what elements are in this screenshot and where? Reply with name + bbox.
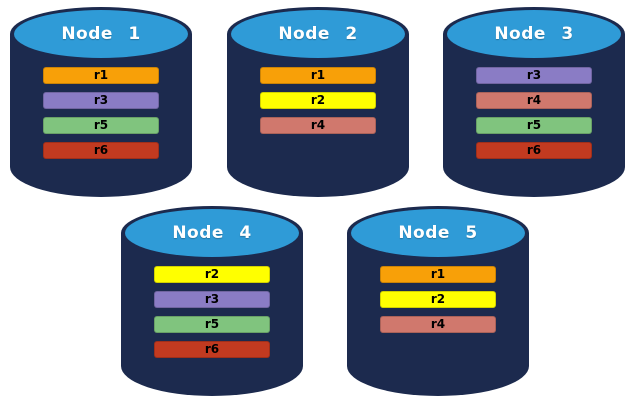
replica-list: r1 r2 r4 [227, 67, 409, 134]
cylinder-top-ellipse: Node 1 [14, 10, 188, 58]
cylinder-top-ellipse: Node 3 [447, 10, 621, 58]
replica-bar: r5 [43, 117, 159, 134]
replica-bar: r3 [43, 92, 159, 109]
node-title: Node 2 [278, 24, 358, 44]
replica-bar: r6 [43, 142, 159, 159]
replica-list: r3 r4 r5 r6 [443, 67, 625, 159]
database-node-cylinder: Node 3 r3 r4 r5 r6 [443, 7, 625, 197]
replica-bar: r3 [476, 67, 592, 84]
cylinder-top-ellipse: Node 4 [125, 209, 299, 257]
replica-bar: r4 [260, 117, 376, 134]
replica-list: r1 r3 r5 r6 [10, 67, 192, 159]
replica-bar: r1 [43, 67, 159, 84]
replica-bar: r6 [154, 341, 270, 358]
replica-bar: r3 [154, 291, 270, 308]
database-node-cylinder: Node 1 r1 r3 r5 r6 [10, 7, 192, 197]
node-title: Node 3 [494, 24, 574, 44]
cylinder-top-ellipse: Node 2 [231, 10, 405, 58]
replica-bar: r5 [476, 117, 592, 134]
replica-list: r2 r3 r5 r6 [121, 266, 303, 358]
replica-bar: r4 [476, 92, 592, 109]
replica-bar: r1 [260, 67, 376, 84]
database-node-cylinder: Node 4 r2 r3 r5 r6 [121, 206, 303, 396]
replica-bar: r2 [380, 291, 496, 308]
replica-bar: r4 [380, 316, 496, 333]
node-title: Node 1 [61, 24, 141, 44]
replica-bar: r5 [154, 316, 270, 333]
replica-bar: r2 [260, 92, 376, 109]
node-title: Node 4 [172, 223, 252, 243]
replica-bar: r2 [154, 266, 270, 283]
replica-bar: r6 [476, 142, 592, 159]
replica-bar: r1 [380, 266, 496, 283]
cylinder-top-ellipse: Node 5 [351, 209, 525, 257]
node-title: Node 5 [398, 223, 478, 243]
database-node-cylinder: Node 5 r1 r2 r4 [347, 206, 529, 396]
replica-list: r1 r2 r4 [347, 266, 529, 333]
database-node-cylinder: Node 2 r1 r2 r4 [227, 7, 409, 197]
